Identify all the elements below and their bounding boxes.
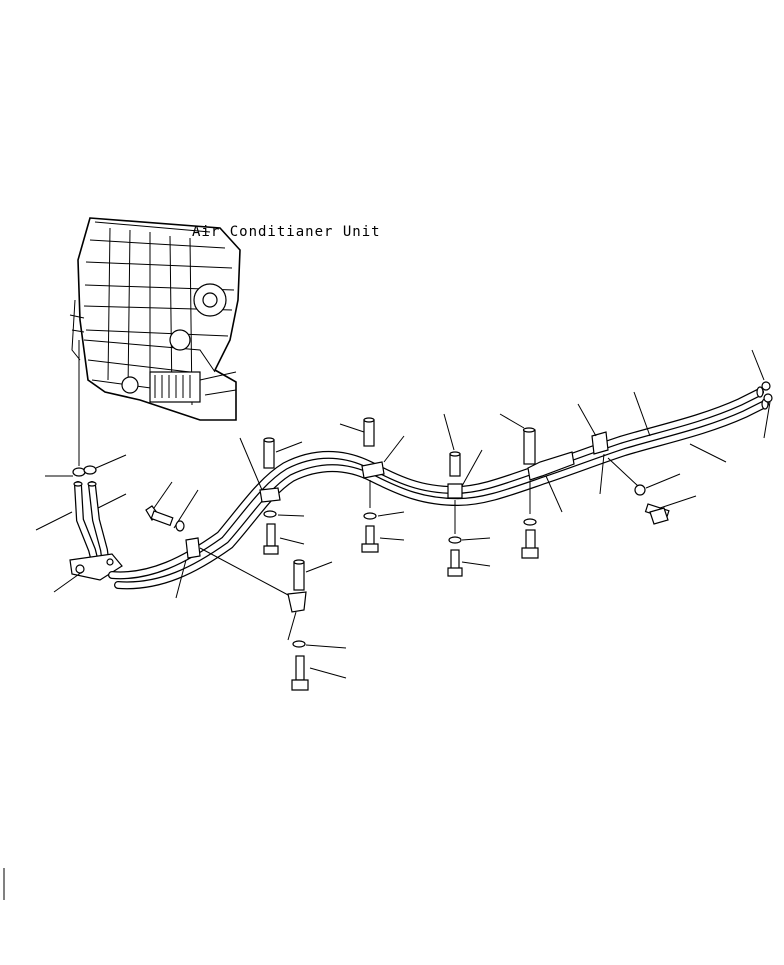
clamp-4-stack xyxy=(339,417,405,553)
clamp-3-stack xyxy=(199,547,347,691)
clamp-1 xyxy=(173,489,201,599)
right-clamp-bolt xyxy=(577,403,697,525)
clamp-5-stack xyxy=(443,413,491,577)
clamp-6-stack xyxy=(499,413,575,559)
air-conditioner-unit: Air Conditianer Unit xyxy=(69,217,381,421)
clamp-2-stack xyxy=(239,437,305,555)
left-fittings xyxy=(45,454,127,477)
hose-pair xyxy=(108,386,769,590)
right-fittings xyxy=(633,349,773,463)
unit-label: Air Conditianer Unit xyxy=(192,224,381,240)
left-bolt xyxy=(145,481,185,532)
